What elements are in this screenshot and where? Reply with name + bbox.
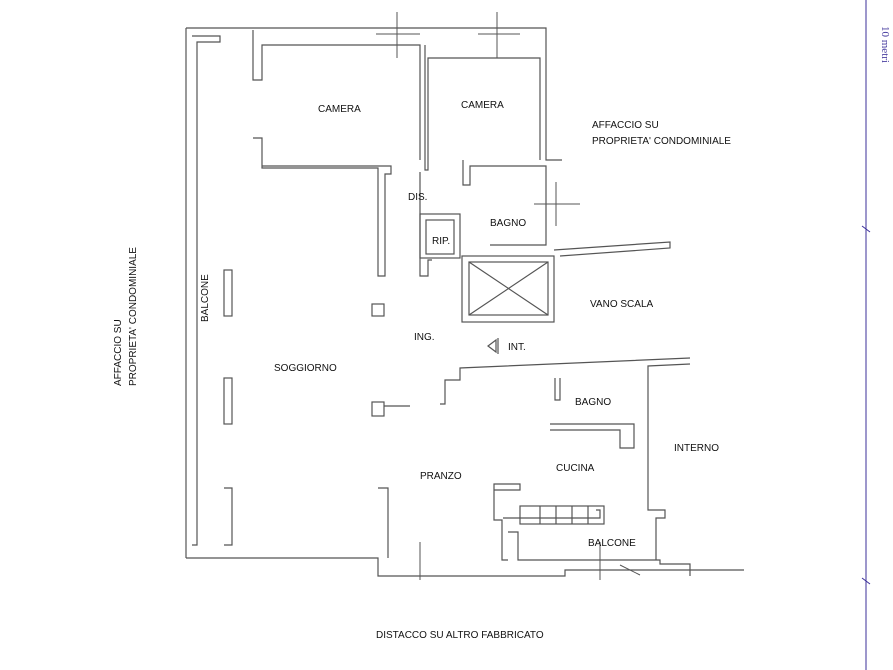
pranzo-left (378, 487, 389, 558)
affaccio-right-line1: AFFACCIO SU (592, 120, 659, 131)
room-label-interno: INTERNO (674, 443, 719, 454)
pillar-2 (371, 401, 385, 417)
walls (185, 27, 744, 577)
room-label-int: INT. (508, 342, 526, 353)
stairs-cucina (519, 505, 605, 525)
room-label-camera-2: CAMERA (461, 100, 504, 111)
pillar-1 (371, 303, 385, 317)
scale-label: 10 metri (879, 26, 891, 63)
reference-marks (376, 12, 641, 580)
room-label-soggiorno: SOGGIORNO (274, 363, 337, 374)
stair-cross-2 (468, 261, 549, 316)
room-label-balcone-bottom: BALCONE (588, 538, 636, 549)
room-label-vano-scala: VANO SCALA (590, 299, 654, 310)
room-label-bagno-1: BAGNO (490, 218, 527, 229)
camera2-walls (424, 45, 541, 171)
room-label-dis: DIS. (408, 192, 428, 203)
mark (619, 564, 641, 576)
room-label-camera-1: CAMERA (318, 104, 361, 115)
affaccio-left-line1: AFFACCIO SU (113, 319, 124, 386)
cucina-counter (503, 509, 601, 519)
stair-corridor-top (553, 241, 671, 257)
top-wall (186, 27, 562, 161)
distacco-label: DISTACCO SU ALTRO FABBRICATO (376, 630, 544, 641)
window-left-1 (223, 269, 233, 317)
room-label-balcone-left: BALCONE (200, 274, 211, 322)
rip-closet (419, 213, 461, 259)
camera1-lower (253, 137, 392, 277)
rip-closet-inner (425, 219, 455, 255)
room-label-bagno-2: BAGNO (575, 397, 612, 408)
scale-tick-2 (861, 577, 871, 585)
vano-scala-outline (461, 255, 555, 323)
int-door-symbol (487, 338, 497, 354)
balcone-walls (508, 531, 691, 576)
bottom-wall (186, 557, 744, 577)
affaccio-left-line2: PROPRIETA' CONDOMINIALE (128, 247, 139, 386)
interno-wall (647, 363, 691, 560)
scale-tick-1 (861, 225, 871, 233)
room-label-rip: RIP. (432, 236, 451, 247)
room-label-ing: ING. (414, 332, 435, 343)
room-label-cucina: CUCINA (556, 463, 595, 474)
window-left-2 (223, 377, 233, 425)
room-label-pranzo: PRANZO (420, 471, 462, 482)
scale-bar (861, 0, 871, 670)
vano-scala-inner (468, 261, 549, 316)
bagno2-lower (550, 423, 635, 449)
bagno2-wall (554, 378, 561, 401)
top-wall-inner (192, 35, 221, 546)
camera1-walls (252, 30, 421, 160)
window-left-3 (224, 487, 233, 546)
corridor-bottom-wall (440, 357, 691, 405)
bagno-walls (462, 160, 547, 246)
affaccio-right-line2: PROPRIETA' CONDOMINIALE (592, 136, 731, 147)
cucina-left (493, 483, 521, 561)
